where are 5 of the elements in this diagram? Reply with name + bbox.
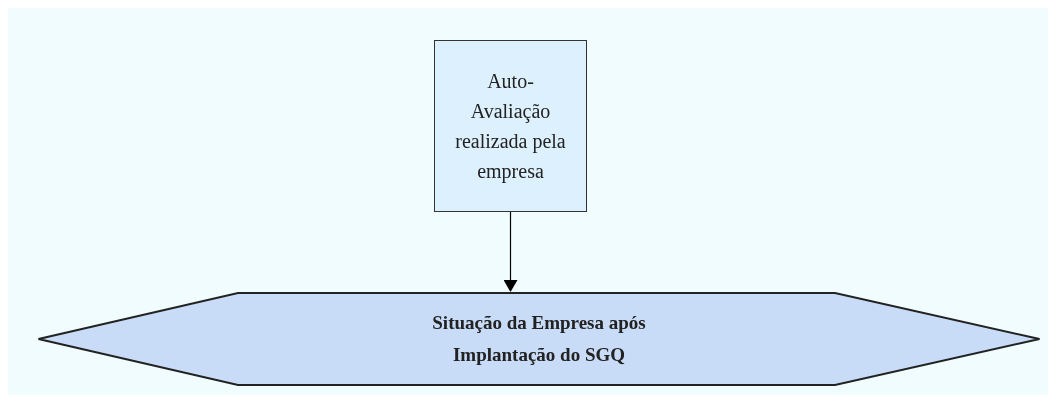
box-label: Auto-Avaliação realizada pela empresa (454, 69, 567, 185)
hexagon-label: Situação da Empresa após Implantação do SGQ (431, 311, 647, 367)
process-box (434, 40, 587, 212)
hexagon-shape (38, 292, 1040, 386)
arrow (503, 211, 518, 292)
